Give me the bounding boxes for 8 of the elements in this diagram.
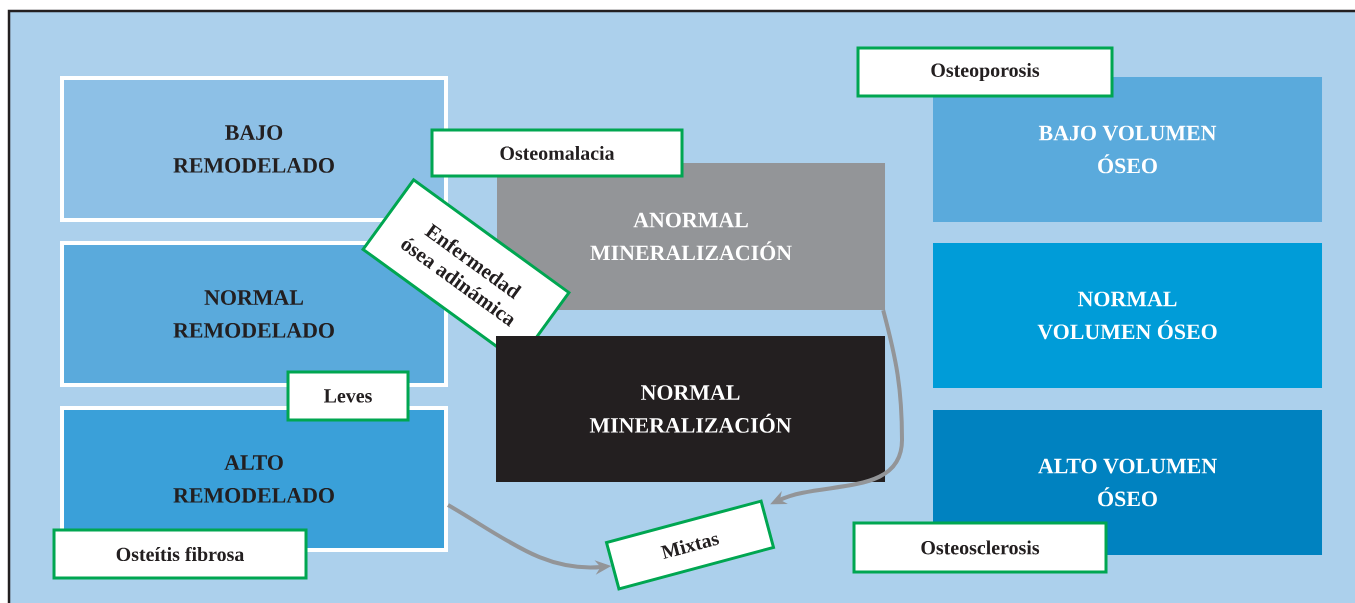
mineralization-box: NORMAL MINERALIZACIÓN bbox=[496, 336, 885, 482]
label-tag: Osteítis fibrosa bbox=[52, 528, 308, 580]
remodeling-box: BAJO REMODELADO bbox=[60, 76, 448, 222]
label-tag: Osteoporosis bbox=[856, 46, 1114, 98]
label-tag: Osteomalacia bbox=[430, 128, 684, 178]
label-tag: Osteosclerosis bbox=[852, 521, 1108, 574]
bone-volume-box: NORMAL VOLUMEN ÓSEO bbox=[933, 243, 1322, 388]
label-tag: Leves bbox=[286, 370, 410, 422]
